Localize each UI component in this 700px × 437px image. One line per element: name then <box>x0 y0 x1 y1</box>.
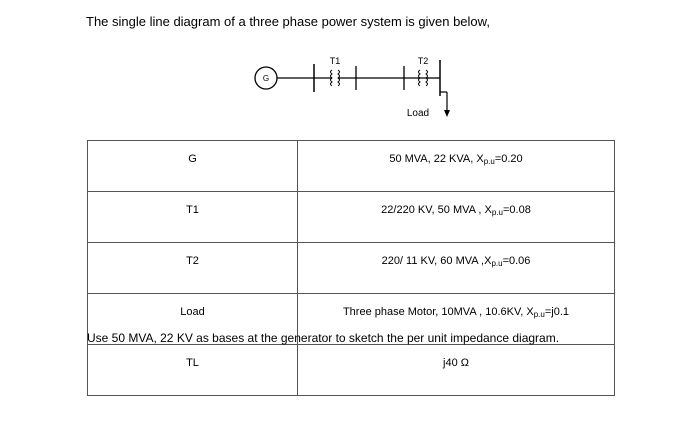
t2-label: T2 <box>418 56 429 66</box>
generator-label: G <box>263 74 269 83</box>
load-label: Load <box>407 108 429 119</box>
table-row: T1 22/220 KV, 50 MVA , Xp.u=0.08 <box>87 191 615 243</box>
row-name: T2 <box>87 242 298 294</box>
table-row: G 50 MVA, 22 KVA, Xp.u=0.20 <box>87 140 615 192</box>
generator-symbol: G <box>254 66 278 90</box>
instruction-text: Use 50 MVA, 22 KV as bases at the genera… <box>87 331 560 345</box>
transformer-t2-symbol: T2 <box>418 56 429 87</box>
row-name: G <box>87 140 298 192</box>
transformer-t1-symbol: T1 <box>330 56 341 87</box>
single-line-diagram: G T1 T2 Load <box>254 56 450 119</box>
parameter-table: G 50 MVA, 22 KVA, Xp.u=0.20 T1 22/220 KV… <box>87 140 615 396</box>
table-row: Load Three phase Motor, 10MVA , 10.6KV, … <box>87 293 615 345</box>
row-name: T1 <box>87 191 298 243</box>
row-name: Load <box>87 293 298 345</box>
problem-intro: The single line diagram of a three phase… <box>86 14 490 29</box>
row-value: 22/220 KV, 50 MVA , Xp.u=0.08 <box>297 191 615 243</box>
row-value: 50 MVA, 22 KVA, Xp.u=0.20 <box>297 140 615 192</box>
row-name: TL <box>87 344 298 396</box>
row-value: 220/ 11 KV, 60 MVA ,Xp.u=0.06 <box>297 242 615 294</box>
table-row: T2 220/ 11 KV, 60 MVA ,Xp.u=0.06 <box>87 242 615 294</box>
table-row: TL j40 Ω <box>87 344 615 396</box>
t1-label: T1 <box>330 56 341 66</box>
row-value: j40 Ω <box>297 344 615 396</box>
load-arrow-icon <box>440 91 450 117</box>
